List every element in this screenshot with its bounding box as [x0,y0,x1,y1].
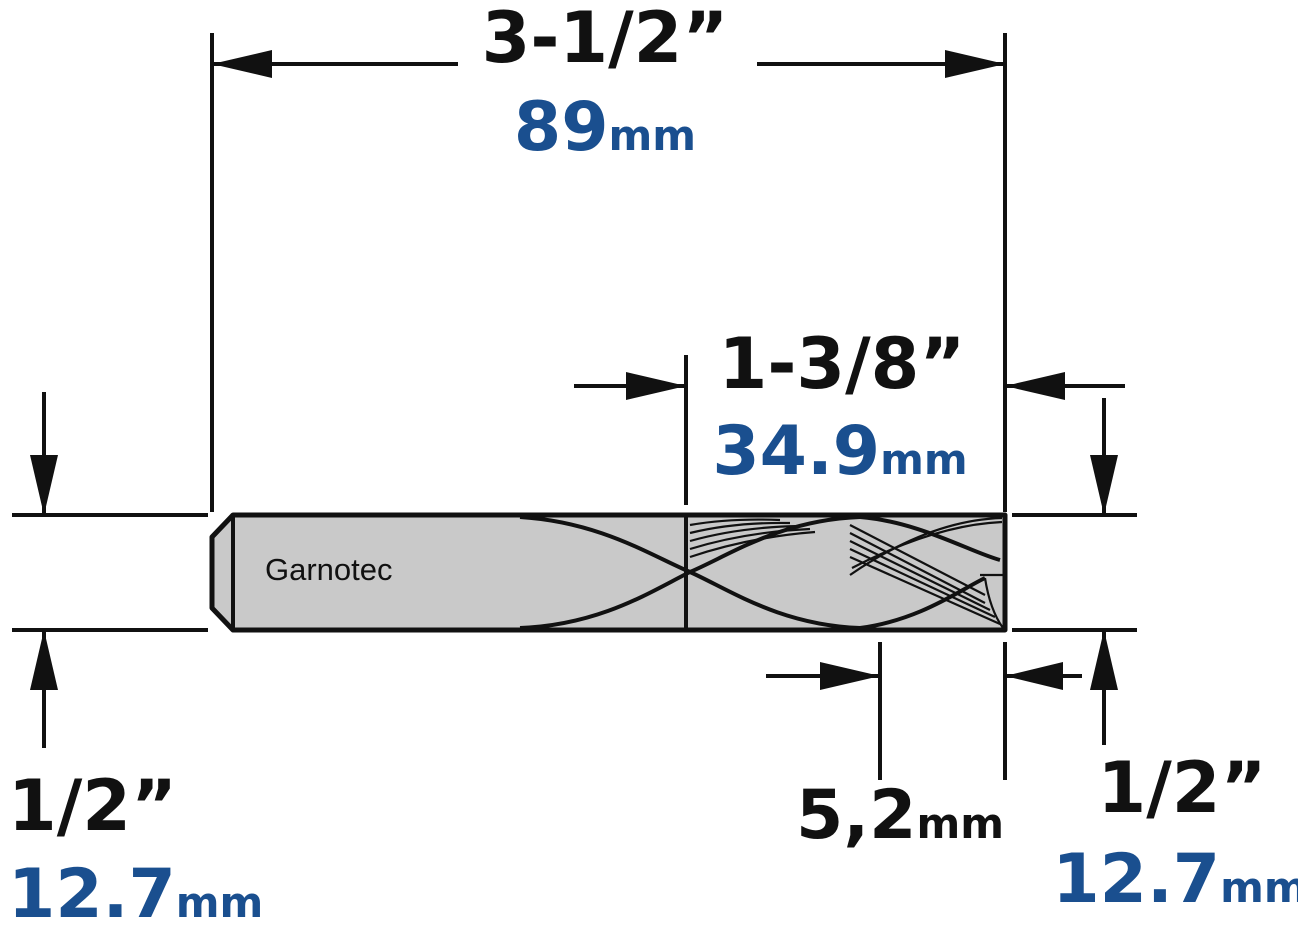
cutting-length-arrows [574,372,1125,400]
overall-length-label: 3-1/2” 89mm [482,0,729,167]
tip-offset-metric: 5,2mm [796,776,1004,855]
flute-spiral [519,515,1001,630]
cutting-length-imperial: 1-3/8” [719,323,966,405]
shank-diameter-arrows [30,392,58,748]
overall-length-metric: 89mm [514,88,696,167]
tip-offset-label: 5,2mm [796,776,1004,855]
shank-diameter-imperial: 1/2” [8,765,177,847]
router-bit: Garnotec [209,512,1008,633]
flute-hatching [689,516,1004,629]
shank-diameter-metric: 12.7mm [8,855,263,929]
brand-label: Garnotec [265,552,393,587]
cutting-length-metric: 34.9mm [712,412,967,491]
cutting-diameter-metric: 12.7mm [1052,840,1298,919]
overall-length-imperial: 3-1/2” [482,0,729,79]
cutting-length-label: 1-3/8” 34.9mm [712,323,967,491]
tip-offset-arrows [766,662,1082,690]
cutting-diameter-arrows [1090,398,1118,745]
shank-diameter-label: 1/2” 12.7mm [8,765,263,929]
extension-lines [12,33,1137,780]
cutting-diameter-imperial: 1/2” [1098,747,1267,829]
cutting-diameter-label: 1/2” 12.7mm [1052,747,1298,919]
overall-length-arrows [212,50,1005,78]
